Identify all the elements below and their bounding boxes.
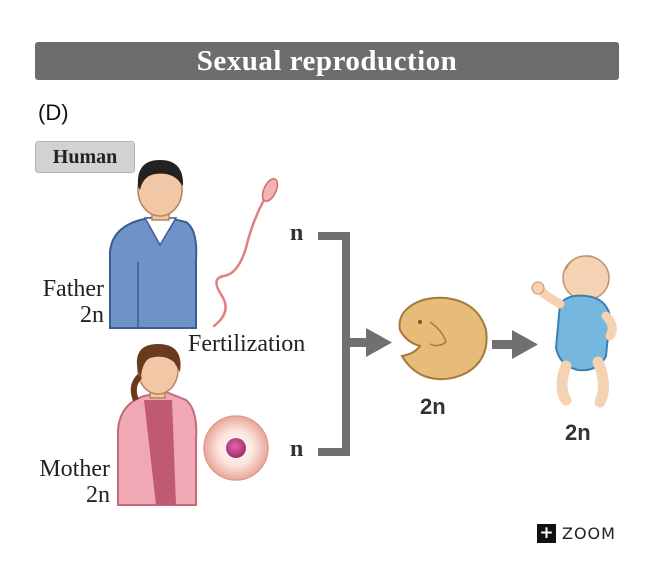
egg-cell xyxy=(203,415,269,481)
zoom-label: ZOOM xyxy=(562,524,616,543)
baby xyxy=(531,255,617,408)
embryo-ploidy: 2n xyxy=(420,394,446,419)
father-figure xyxy=(109,160,198,329)
zoom-plus-icon: + xyxy=(537,524,556,543)
fertilization-bracket xyxy=(318,232,392,456)
category-tag: Human xyxy=(35,141,135,173)
mother-ploidy: 2n xyxy=(86,482,110,508)
mother-figure xyxy=(117,344,198,506)
title-banner: Sexual reproduction xyxy=(35,42,619,80)
panel-label: (D) xyxy=(38,100,69,125)
embryo xyxy=(398,296,488,381)
father-ploidy: 2n xyxy=(80,302,104,328)
baby-ploidy: 2n xyxy=(565,420,591,445)
mother-label: Mother xyxy=(39,456,110,482)
fertilization-label: Fertilization xyxy=(188,331,306,357)
egg-ploidy: n xyxy=(290,436,304,462)
diagram-title: Sexual reproduction xyxy=(196,44,458,77)
sperm-ploidy: n xyxy=(290,220,304,246)
development-arrow xyxy=(492,330,538,359)
sperm-cell xyxy=(212,178,279,328)
father-label: Father xyxy=(42,276,104,302)
zoom-button[interactable]: + ZOOM xyxy=(537,524,616,543)
